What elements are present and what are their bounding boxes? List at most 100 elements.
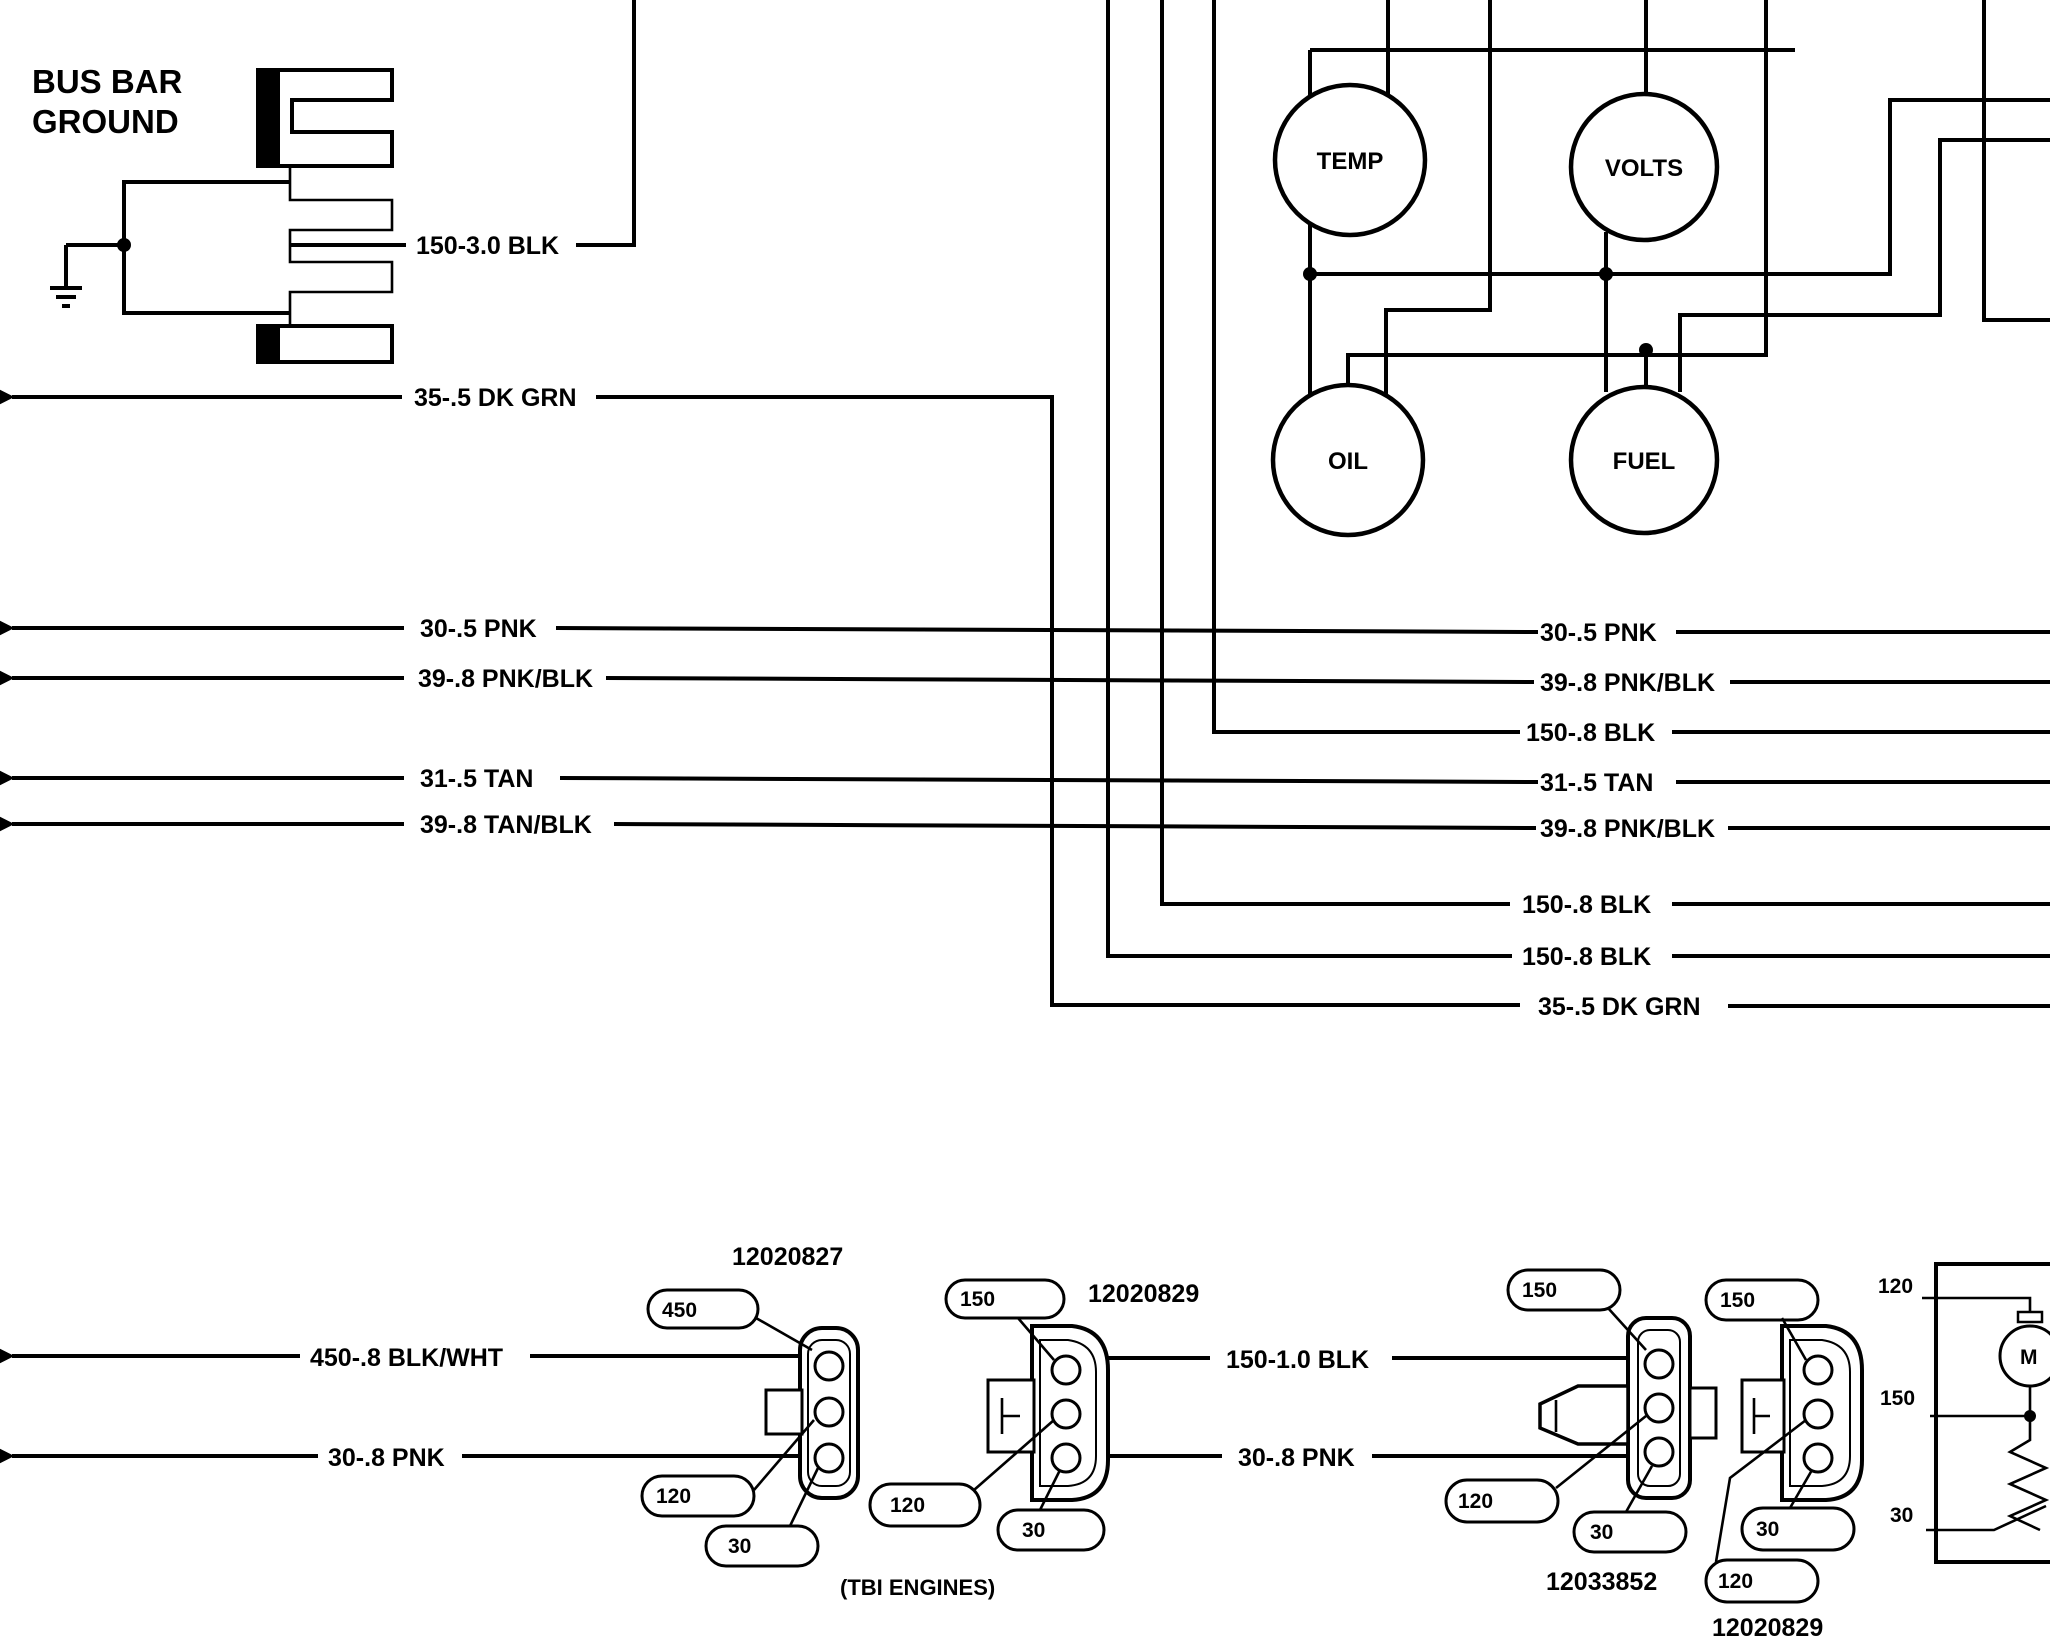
connector-12020829-tbi: 12020829 150 120 30 (TBI ENGINES) (840, 1278, 1199, 1600)
wire-150-3-blk-right (576, 0, 636, 247)
connector-2-inner (1039, 1339, 1097, 1487)
motor-sender-box: 120 M 150 30 (1878, 1262, 2050, 1564)
motor-pin-30-lead (1926, 1504, 2047, 1532)
wire-39-tan-blk-through (613, 822, 1537, 830)
ground-title-line2: GROUND (32, 103, 179, 140)
oil-gauge (1270, 382, 1426, 538)
connector-2-cavity-1 (1050, 1354, 1082, 1386)
wire-label-39-pnk-blk-left: 39-.8 PNK/BLK (418, 665, 593, 693)
connector-4-pin-150: 150 (1720, 1289, 1755, 1312)
connector-1-part-number: 12020827 (732, 1243, 843, 1271)
volts-gauge (1568, 91, 1720, 243)
connector-12033852: 150 120 30 12033852 (1444, 1268, 1718, 1596)
connector-2-pin-120-leader (973, 1419, 1055, 1491)
volts-gauge-label: VOLTS (1605, 155, 1683, 182)
ground-junction (117, 238, 131, 252)
bus-bar-top (256, 68, 394, 168)
connector-2-cavity-3 (1050, 1442, 1082, 1474)
wire-label-30-pnk-mid: 30-.8 PNK (1238, 1444, 1355, 1472)
left-wires: 35-.5 DK GRN 30-.5 PNK 39-.8 PNK/BLK 31-… (0, 384, 1539, 1007)
fuel-sense-route (1346, 0, 1768, 392)
wire-label-30-pnk-left: 30-.5 PNK (420, 615, 537, 643)
connector-3-pin-120-tag (1444, 1478, 1560, 1524)
wire-label-450-blk-wht: 450-.8 BLK/WHT (310, 1344, 503, 1372)
connector-4-pin-120-leader (1714, 1418, 1807, 1563)
motor-symbol: M (2020, 1346, 2038, 1369)
connector-4-cavity-2 (1802, 1398, 1834, 1430)
connector-2-pin-120-tag (868, 1482, 982, 1528)
connector-2-latch-mark (1000, 1398, 1020, 1434)
connector-1-pin-120-leader (753, 1419, 815, 1491)
motor-pin-120-lead (1922, 1296, 2032, 1316)
connector-4-pin-30: 30 (1756, 1518, 1779, 1541)
fuel-feed-route (1678, 138, 2050, 392)
wire-label-31-tan-left: 31-.5 TAN (420, 765, 533, 793)
connector-1-pin-450-tag (646, 1288, 760, 1330)
motor-pin-150: 150 (1880, 1387, 1915, 1410)
connector-2-note: (TBI ENGINES) (840, 1575, 995, 1600)
wire-label-31-tan-right: 31-.5 TAN (1540, 769, 1653, 797)
wire-30-pnk-through (555, 626, 1539, 634)
connector-1-pin-450: 450 (662, 1299, 697, 1322)
connector-4-pin-150-leader (1780, 1317, 1808, 1361)
connector-2-pin-120: 120 (890, 1494, 925, 1517)
connector-3-latch (1688, 1386, 1718, 1440)
wire-blk-2-route (1160, 0, 1510, 906)
connector-12020829: 150 30 120 12020829 (1704, 1278, 1864, 1642)
connector-4-part-number: 12020829 (1712, 1614, 1823, 1642)
connector-4-cavity-3 (1802, 1442, 1834, 1474)
wire-label-150-blk-right-3: 150-.8 BLK (1522, 943, 1651, 971)
wire-blk-1-route (1212, 0, 1520, 734)
ground-symbol-icon (50, 286, 82, 308)
connector-3-inner (1637, 1329, 1681, 1487)
gauge-harness: TEMP VOLTS OIL FUEL (1106, 0, 2050, 958)
connector-1-pin-30: 30 (728, 1535, 751, 1558)
connector-4-pin-30-leader (1788, 1469, 1814, 1509)
connector-3-pin-150: 150 (1522, 1279, 1557, 1302)
connector-2-pin-30-leader (1038, 1469, 1062, 1511)
connector-4-pin-150-tag (1704, 1278, 1820, 1322)
wire-label-39-pnk-blk-right-2: 39-.8 PNK/BLK (1540, 815, 1715, 843)
wire-label-39-tan-blk-left: 39-.8 TAN/BLK (420, 811, 592, 839)
connector-4-pin-120-tag (1704, 1558, 1820, 1604)
connector-3-pin-150-leader (1607, 1307, 1647, 1351)
connector-3-cavity-3 (1643, 1436, 1675, 1468)
connector-2-cavity-2 (1050, 1398, 1082, 1430)
connector-4-pin-30-tag (1740, 1506, 1856, 1552)
connector-2-pin-30-tag (996, 1508, 1106, 1552)
temp-junction (1303, 267, 1317, 281)
connector-2-part-number: 12020829 (1088, 1280, 1199, 1308)
temp-gauge-label: TEMP (1317, 148, 1384, 175)
wire-label-150-blk-right-2: 150-.8 BLK (1522, 891, 1651, 919)
bus-bar-ground: BUS BAR GROUND 150-3.0 BLK (32, 0, 636, 364)
wire-39-pnk-blk-through (605, 676, 1535, 684)
connector-1-pin-30-leader (788, 1467, 820, 1527)
bottom-wires: 450-.8 BLK/WHT 30-.8 PNK 150-1.0 BLK 30-… (0, 1344, 1638, 1472)
connector-1-pin-30-tag (704, 1524, 820, 1568)
wire-35-dk-grn-route (596, 395, 1520, 1007)
connector-3-pin-150-tag (1506, 1268, 1622, 1312)
fuel-gauge (1568, 384, 1720, 536)
connector-1-pin-120-tag (640, 1474, 756, 1518)
wire-label-35-dk-grn-right: 35-.5 DK GRN (1538, 993, 1701, 1021)
connector-1-cavity-1 (813, 1350, 845, 1382)
connector-3-part-number: 12033852 (1546, 1568, 1657, 1596)
wire-31-tan-through (559, 776, 1539, 784)
ground-branch (122, 180, 290, 315)
motor-pin-120: 120 (1878, 1275, 1913, 1298)
connector-12020827: 12020827 450 120 30 (640, 1243, 860, 1568)
resistor-icon (2006, 1416, 2050, 1532)
connector-2-pin-150-leader (1017, 1317, 1055, 1361)
connector-2-pin-150-tag (944, 1278, 1066, 1320)
connector-2-pin-150: 150 (960, 1288, 995, 1311)
connector-3-pin-30-leader (1624, 1465, 1654, 1513)
connector-1-pin-450-leader (755, 1316, 813, 1352)
bus-bar-top-fill (258, 70, 280, 166)
oil-sense-route (1384, 0, 1492, 395)
connector-3-clip (1538, 1384, 1630, 1446)
connector-4-latch-mark (1752, 1398, 1770, 1434)
fuel-gauge-label: FUEL (1613, 448, 1676, 475)
connector-1-inner (807, 1339, 851, 1487)
wire-label-150-3-blk: 150-3.0 BLK (416, 232, 559, 260)
